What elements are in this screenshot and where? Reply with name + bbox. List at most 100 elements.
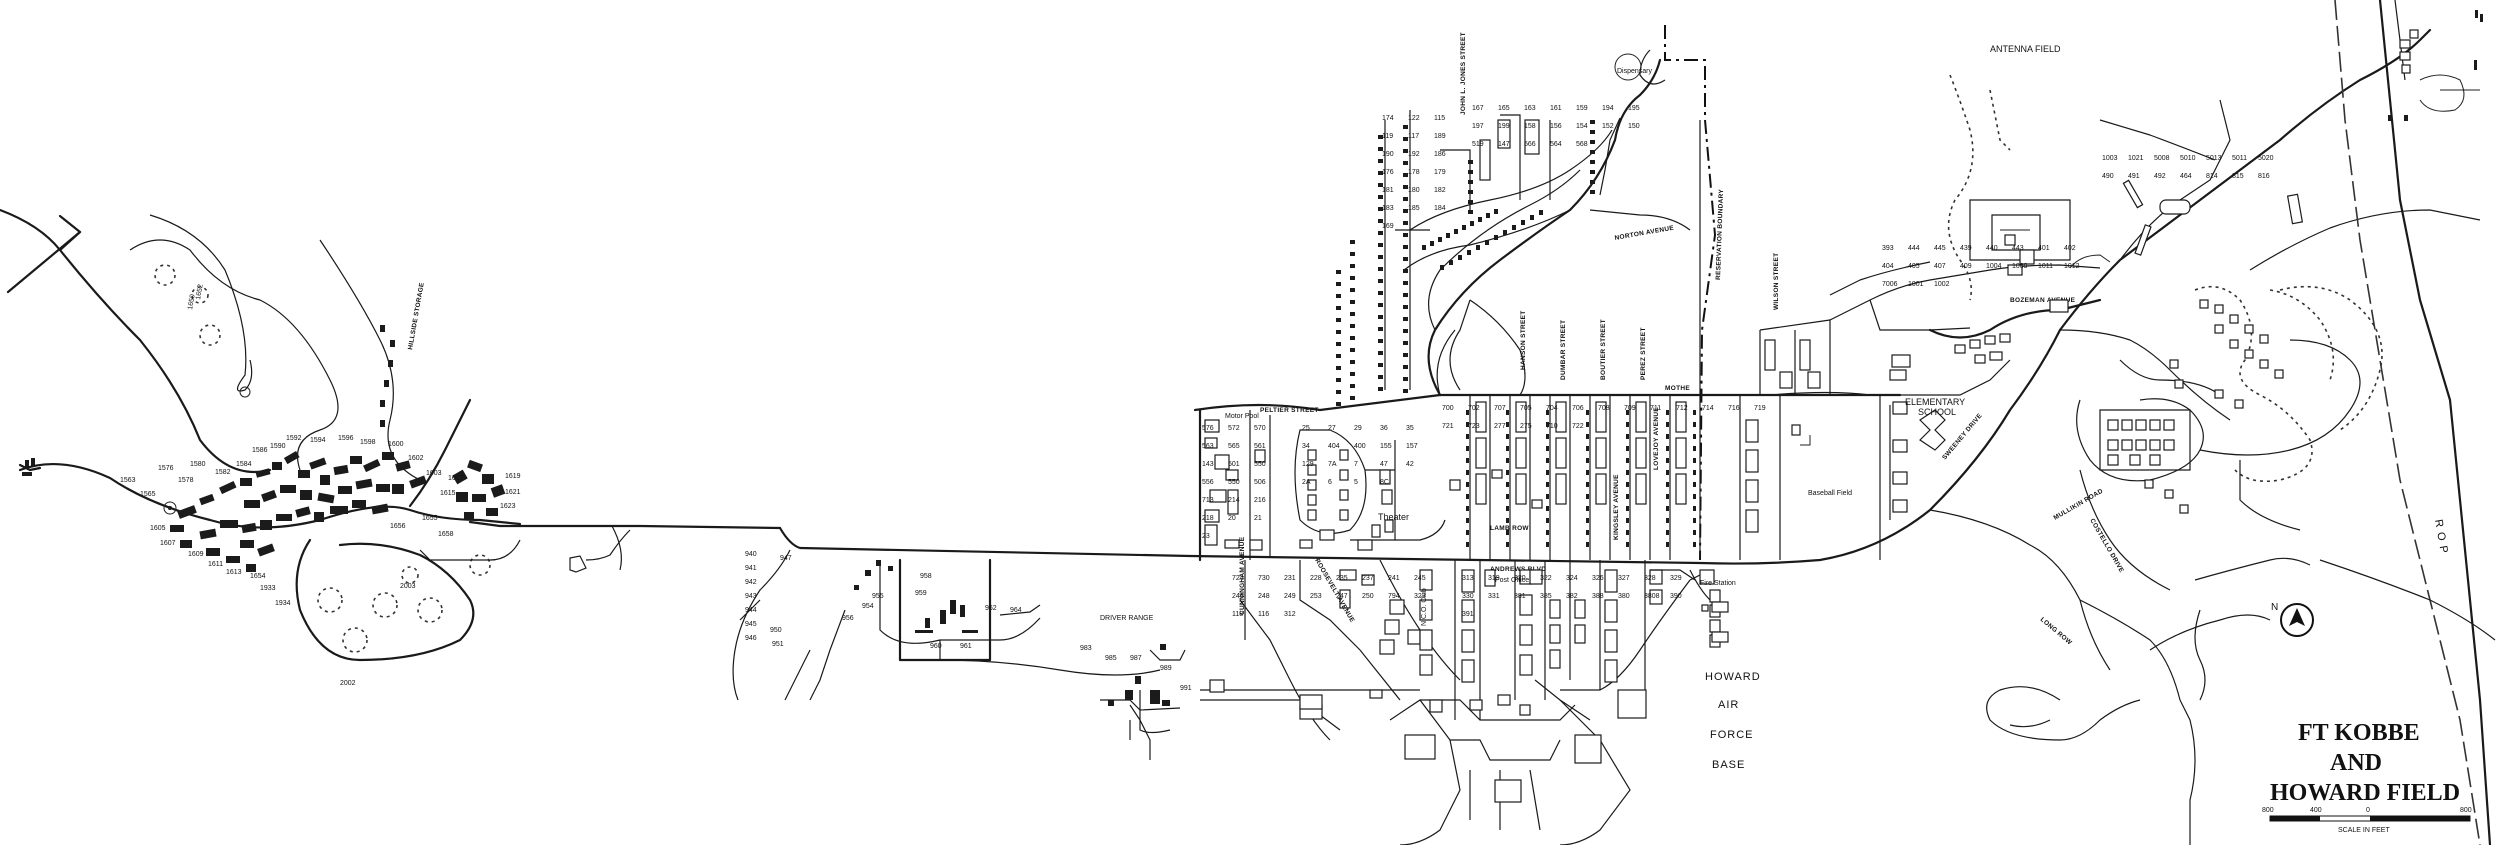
house-marker: [1693, 458, 1696, 463]
building-number: 719: [1754, 405, 1766, 412]
svg-text:FT KOBBE: FT KOBBE: [2298, 720, 2420, 746]
house-marker: [1466, 446, 1469, 451]
house-marker: [1626, 542, 1629, 547]
hillside-storage-label: HILLSIDE STORAGE: [407, 282, 426, 351]
building-number: 117: [1408, 133, 1419, 140]
house-marker: [1590, 170, 1595, 174]
svg-text:964: 964: [1010, 607, 1022, 614]
rop-label: R O P: [2432, 518, 2450, 555]
building-number: 705: [1520, 405, 1532, 412]
baseball-field-label: Baseball Field: [1808, 490, 1852, 497]
house-marker: [1693, 422, 1696, 427]
svg-text:941: 941: [745, 565, 757, 572]
building-number: 563: [1202, 443, 1214, 450]
house-marker: [1666, 434, 1669, 439]
building-number: 246: [1232, 593, 1244, 600]
building-number: 704: [1546, 405, 1558, 412]
svg-text:1594: 1594: [310, 437, 326, 444]
house-marker: [1546, 482, 1549, 487]
svg-text:800: 800: [2460, 807, 2472, 814]
svg-text:1652: 1652: [195, 284, 205, 301]
house-marker: [1403, 257, 1408, 261]
kingsley-avenue-label: KINGSLEY AVENUE: [1613, 474, 1620, 540]
house-marker: [1546, 446, 1549, 451]
house-marker: [1693, 446, 1696, 451]
house-marker: [1586, 434, 1589, 439]
building-number: 506: [1254, 479, 1266, 486]
svg-text:1584: 1584: [236, 461, 252, 468]
howard-field-main: RESERVATION BOUNDARY ANDREWS BLVD Dispe: [1188, 0, 2496, 845]
dumbar-street-label: DUMBAR STREET: [1560, 320, 1567, 380]
motor-pool-label: Motor Pool: [1225, 413, 1259, 420]
svg-text:985: 985: [1105, 655, 1117, 662]
building-number: 143: [1202, 461, 1214, 468]
house-marker: [1378, 351, 1383, 355]
building-number: 319: [1488, 575, 1500, 582]
house-marker: [1378, 183, 1383, 187]
building-number: 2A: [1302, 479, 1311, 486]
house-marker: [1586, 494, 1589, 499]
svg-text:ELEMENTARY: ELEMENTARY: [1905, 397, 1965, 407]
svg-text:1933: 1933: [260, 585, 276, 592]
house-marker: [1530, 215, 1534, 220]
building-number: 174: [1382, 115, 1394, 122]
reservation-boundary-line: [1664, 25, 1717, 561]
house-marker: [1403, 329, 1408, 333]
house-marker: [1422, 245, 1426, 250]
house-marker: [1336, 306, 1341, 310]
svg-text:1650: 1650: [187, 294, 197, 311]
svg-text:946: 946: [745, 635, 757, 642]
house-marker: [1626, 458, 1629, 463]
building-number: 519: [1472, 141, 1484, 148]
building-number: 561: [1254, 443, 1266, 450]
svg-text:1590: 1590: [270, 443, 286, 450]
house-marker: [1403, 305, 1408, 309]
svg-text:HOWARD FIELD: HOWARD FIELD: [2270, 780, 2460, 806]
svg-text:950: 950: [770, 627, 782, 634]
house-marker: [1590, 160, 1595, 164]
building-number: 277: [1494, 423, 1506, 430]
building-number: 159: [1576, 105, 1588, 112]
building-number: 182: [1434, 187, 1446, 194]
building-number: 709: [1624, 405, 1636, 412]
house-marker: [1403, 389, 1408, 393]
john-l-jones-street-label: JOHN L. JONES STREET: [1460, 32, 1467, 115]
house-marker: [1478, 217, 1482, 222]
house-marker: [1468, 180, 1473, 184]
house-marker: [1666, 518, 1669, 523]
house-marker: [1336, 342, 1341, 346]
building-number: 178: [1408, 169, 1420, 176]
house-marker: [1626, 422, 1629, 427]
antenna-field-label: ANTENNA FIELD: [1990, 44, 2061, 54]
house-marker: [1466, 530, 1469, 535]
building-number: 723: [1468, 423, 1480, 430]
svg-text:959: 959: [915, 590, 927, 597]
building-number: 815: [2232, 173, 2244, 180]
map-title: FT KOBBE AND HOWARD FIELD: [2270, 720, 2460, 806]
building-number: 327: [1618, 575, 1630, 582]
building-number: 3808: [1644, 593, 1660, 600]
house-marker: [1350, 264, 1355, 268]
house-marker: [1336, 402, 1341, 406]
norton-avenue-label: NORTON AVENUE: [1614, 225, 1675, 242]
building-number: 391: [1462, 611, 1474, 618]
house-marker: [1466, 542, 1469, 547]
svg-text:991: 991: [1180, 685, 1192, 692]
house-marker: [1506, 482, 1509, 487]
house-marker: [1378, 231, 1383, 235]
svg-text:1621: 1621: [505, 489, 521, 496]
building-number: 155: [1380, 443, 1392, 450]
svg-text:1603: 1603: [426, 470, 442, 477]
house-marker: [1430, 241, 1434, 246]
svg-text:1623: 1623: [500, 503, 516, 510]
building-number: 794: [1388, 593, 1400, 600]
house-marker: [1466, 518, 1469, 523]
building-number: 21: [1254, 515, 1262, 522]
house-marker: [1626, 470, 1629, 475]
building-number: 714: [1702, 405, 1714, 412]
building-number: 444: [1908, 245, 1920, 252]
svg-text:1611: 1611: [208, 561, 223, 568]
house-marker: [1378, 219, 1383, 223]
dispensary-label: Dispensary: [1617, 68, 1653, 75]
